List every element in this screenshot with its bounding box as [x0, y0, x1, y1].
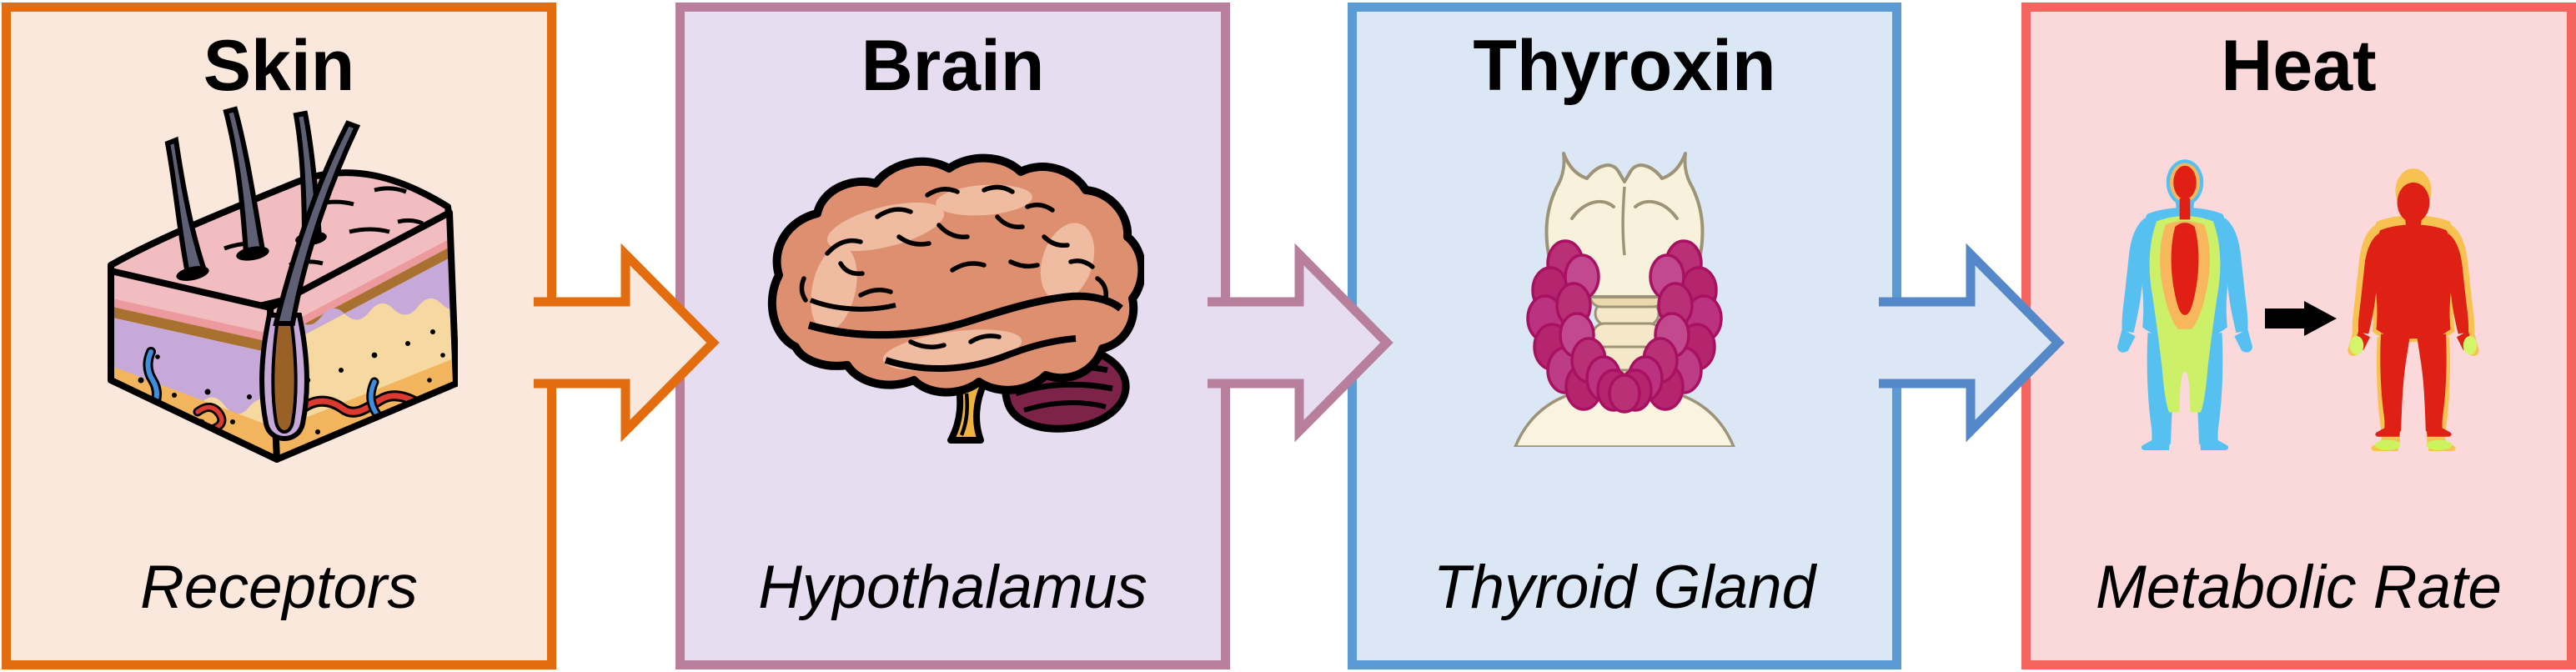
step-box-skin: Skin	[2, 3, 556, 669]
thyroid-gland-icon	[1514, 152, 1735, 447]
thyroid-lobes	[1526, 239, 1723, 414]
brainstem-line	[959, 393, 969, 436]
step-sublabel: Hypothalamus	[758, 554, 1147, 621]
brain-icon	[767, 153, 1144, 444]
step-sublabel: Thyroid Gland	[1433, 554, 1816, 621]
metabolic-rate-icon	[2117, 159, 2479, 452]
hot-body-illustration	[2348, 168, 2479, 452]
step-sublabel: Receptors	[140, 554, 418, 621]
step-title: Skin	[203, 26, 355, 106]
increase-arrow-icon	[2265, 301, 2337, 336]
step-sublabel: Metabolic Rate	[2096, 554, 2502, 621]
brain-folds	[799, 184, 1123, 372]
step-title: Heat	[2221, 26, 2377, 106]
cold-body-illustration	[2117, 159, 2252, 451]
flow-arrow-skin-to-brain	[534, 243, 720, 443]
flow-arrow-brain-to-thyroxin	[1208, 243, 1393, 443]
skin-cross-section-icon	[108, 106, 458, 463]
step-box-brain: Brain	[675, 3, 1230, 669]
step-title: Thyroxin	[1473, 26, 1776, 106]
step-box-heat: Heat	[2021, 3, 2576, 669]
step-title: Brain	[861, 26, 1045, 106]
hair-follicle	[259, 120, 361, 441]
flow-arrow-thyroxin-to-heat	[1879, 243, 2065, 443]
step-box-thyroxin: Thyroxin	[1348, 3, 1901, 669]
